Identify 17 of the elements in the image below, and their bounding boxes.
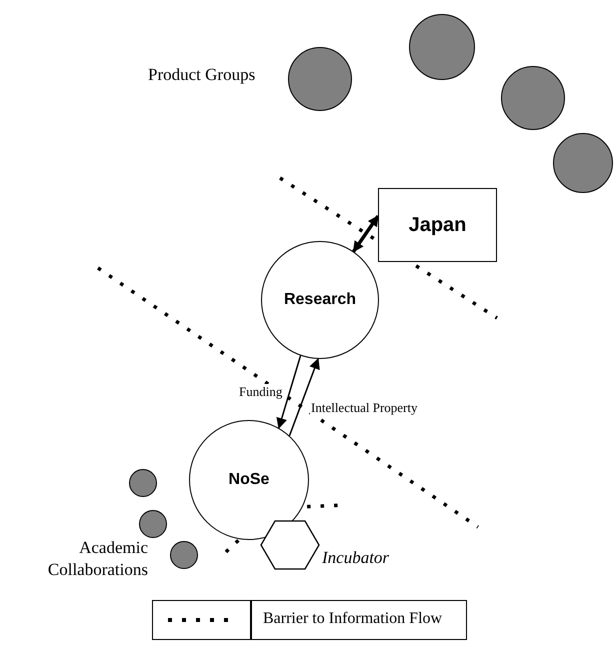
node-label: NoSe [228,471,270,489]
arrow [276,355,302,430]
filled-circle [139,510,167,538]
node-label: Japan [408,214,466,236]
organization-box [378,188,497,262]
arrow [288,358,320,436]
legend-label: Barrier to Information Flow [263,610,442,628]
edge-label: Intellectual Property [310,400,418,416]
group-label: Academic Collaborations [46,537,148,581]
arrow [352,215,380,252]
filled-circle [129,469,157,497]
edge-label: Funding [238,384,284,400]
node-label: Research [284,291,356,309]
group-label: Product Groups [148,64,256,86]
filled-circle [170,541,198,569]
node-caption: Incubator [322,548,390,568]
hexagon [260,520,320,570]
